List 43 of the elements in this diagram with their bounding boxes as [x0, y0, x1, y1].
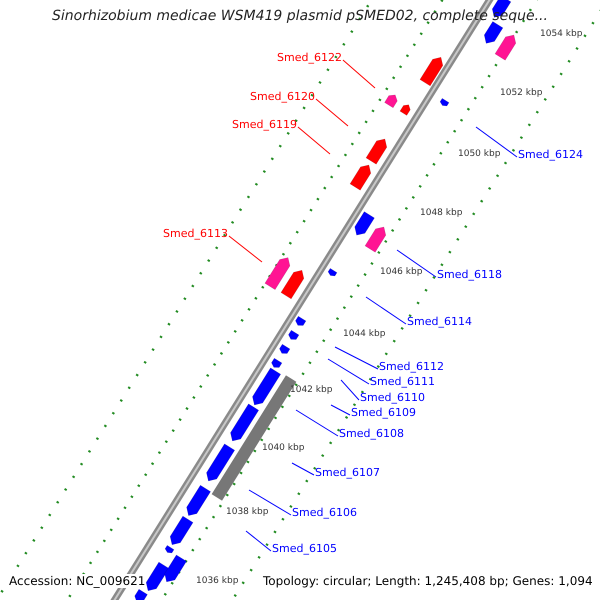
leader-line: [228, 236, 262, 262]
leader-line: [292, 462, 314, 476]
scale-label: 1054 kbp: [540, 28, 582, 41]
leader-line: [296, 410, 338, 436]
gene-label: Smed_6124: [518, 148, 583, 162]
leader-line: [315, 98, 348, 126]
scale-label: 1050 kbp: [458, 148, 500, 161]
leader-line: [330, 404, 350, 416]
leader-line: [340, 380, 360, 400]
leader-line: [328, 358, 370, 384]
gene-label: Smed_6120: [250, 90, 315, 104]
gene-label: Smed_6106: [292, 506, 357, 520]
gene-label: Smed_6118: [437, 268, 502, 282]
topology-text: Topology: circular; Length: 1,245,408 bp; Genes: 1,094: [260, 574, 593, 588]
leader-line: [248, 490, 292, 516]
scale-label: 1042 kbp: [290, 384, 332, 397]
gene-label: Smed_6112: [379, 360, 444, 374]
gene-label: Smed_6109: [351, 406, 416, 420]
scale-label: 1046 kbp: [380, 266, 422, 279]
leader-line: [396, 250, 436, 278]
gene-label: Smed_6122: [277, 51, 342, 65]
gene-label: Smed_6111: [370, 375, 435, 389]
leader-line: [334, 346, 378, 370]
scale-label: 1040 kbp: [262, 442, 304, 455]
scale-label: 1044 kbp: [343, 328, 386, 341]
gene-label: Smed_6119: [232, 118, 297, 132]
accession-text: Accession: NC_009621: [8, 574, 146, 588]
gene-label: Smed_6113: [163, 227, 228, 241]
leader-line: [246, 530, 272, 552]
gene-label: Smed_6110: [360, 391, 425, 405]
gene-label: Smed_6107: [315, 466, 380, 480]
scale-label: 1052 kbp: [500, 87, 542, 100]
gene-label: Smed_6114: [407, 315, 472, 329]
gene-label: Smed_6105: [272, 542, 337, 556]
leader-line: [476, 126, 518, 158]
leader-line: [297, 126, 330, 154]
gene-label: Smed_6108: [339, 427, 404, 441]
map-title: Sinorhizobium medicae WSM419 plasmid pSMED02, complete seque...: [51, 7, 549, 26]
leader-line: [342, 60, 376, 88]
scale-label: 1038 kbp: [226, 506, 268, 519]
scale-label: 1048 kbp: [420, 207, 462, 220]
scale-label: 1036 kbp: [196, 575, 238, 588]
leader-line: [366, 296, 406, 324]
